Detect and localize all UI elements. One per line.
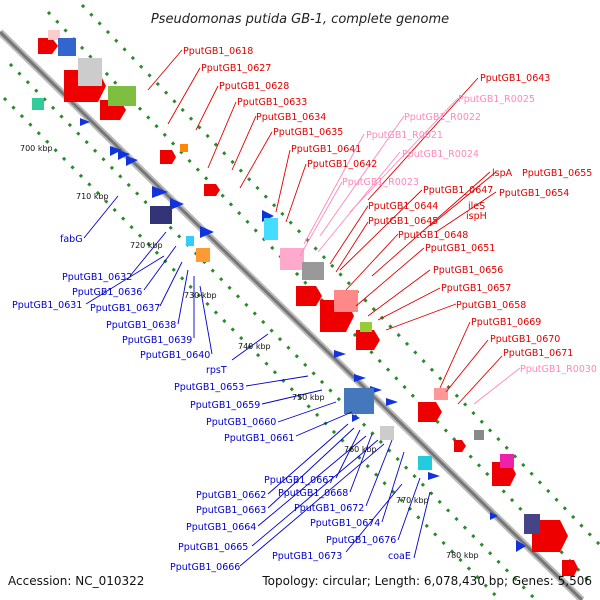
kbp-tick-label: 750 kbp	[292, 393, 325, 402]
gene-label[interactable]: PputGB1_0653	[174, 382, 244, 393]
gene-label[interactable]: PputGB1_0670	[490, 334, 560, 345]
kbp-tick-label: 740 kbp	[238, 342, 271, 351]
gene-label[interactable]: PputGB1_0644	[368, 201, 438, 212]
label-connectors-pink	[299, 97, 521, 405]
gene-label[interactable]: PputGB1_0639	[122, 335, 192, 346]
gene-label[interactable]: PputGB1_0666	[170, 562, 240, 573]
gene-label[interactable]: PputGB1_0657	[441, 283, 511, 294]
gene-label[interactable]: PputGB1_0638	[106, 320, 176, 331]
gene-label[interactable]: PputGB1_0634	[256, 112, 326, 123]
gene-label[interactable]: PputGB1_R0030	[520, 364, 597, 375]
gene-label[interactable]: PputGB1_0661	[224, 433, 294, 444]
label-connectors-blue	[83, 195, 431, 567]
gene-label[interactable]: PputGB1_0669	[471, 317, 541, 328]
gene-label[interactable]: coaE	[388, 551, 411, 562]
gene-label[interactable]: PputGB1_0662	[196, 490, 266, 501]
kbp-tick-label: 710 kbp	[76, 192, 109, 201]
gene-label[interactable]: PputGB1_0676	[326, 535, 396, 546]
gene-label[interactable]: PputGB1_R0024	[402, 149, 479, 160]
label-connectors-red	[147, 49, 503, 405]
gene-label[interactable]: PputGB1_0643	[480, 73, 550, 84]
gene-label[interactable]: PputGB1_0656	[433, 265, 503, 276]
kbp-tick-label: 770 kbp	[396, 496, 429, 505]
gene-label[interactable]: PputGB1_0659	[190, 400, 260, 411]
tick-rings	[2, 3, 600, 600]
gene-label[interactable]: PputGB1_0655	[522, 168, 592, 179]
gene-label[interactable]: PputGB1_0665	[178, 542, 248, 553]
gene-label[interactable]: PputGB1_R0023	[342, 177, 419, 188]
gene-label[interactable]: PputGB1_0636	[72, 287, 142, 298]
kbp-tick-label: 720 kbp	[130, 241, 163, 250]
gene-label[interactable]: PputGB1_0632	[62, 272, 132, 283]
gene-label[interactable]: PputGB1_0660	[206, 417, 276, 428]
kbp-tick-label: 730 kbp	[184, 291, 217, 300]
gene-label[interactable]: PputGB1_0672	[294, 503, 364, 514]
gene-label[interactable]: PputGB1_0658	[456, 300, 526, 311]
kbp-tick-label: 700 kbp	[20, 144, 53, 153]
gene-label[interactable]: PputGB1_0645	[368, 216, 438, 227]
kbp-tick-labels: 700 kbp 710 kbp 720 kbp 730 kbp 740 kbp …	[20, 144, 479, 560]
gene-label[interactable]: PputGB1_0633	[237, 97, 307, 108]
gene-label[interactable]: PputGB1_0671	[503, 348, 573, 359]
topology-text: Topology: circular; Length: 6,078,430 bp…	[261, 574, 592, 588]
gene-features-other	[32, 30, 540, 534]
gene-label[interactable]: PputGB1_0674	[310, 518, 380, 529]
gene-labels-pink: PputGB1_R0025 PputGB1_R0022 PputGB1_R002…	[342, 94, 597, 375]
gene-label[interactable]: PputGB1_0673	[272, 551, 342, 562]
gene-label[interactable]: PputGB1_0654	[499, 188, 569, 199]
gene-label[interactable]: PputGB1_0667	[264, 475, 334, 486]
gene-label[interactable]: PputGB1_0668	[278, 488, 348, 499]
accession-text: Accession: NC_010322	[8, 574, 144, 588]
gene-label[interactable]: PputGB1_0618	[183, 46, 253, 57]
gene-label[interactable]: PputGB1_0648	[398, 230, 468, 241]
gene-label[interactable]: PputGB1_0628	[219, 81, 289, 92]
gene-label[interactable]: PputGB1_0651	[425, 243, 495, 254]
gene-label[interactable]: PputGB1_0642	[307, 159, 377, 170]
gene-label[interactable]: PputGB1_0627	[201, 63, 271, 74]
gene-label[interactable]: PputGB1_R0021	[366, 130, 443, 141]
gene-label[interactable]: PputGB1_R0022	[404, 112, 481, 123]
gene-labels-blue: fabG PputGB1_0632 PputGB1_0636 PputGB1_0…	[12, 234, 411, 573]
gene-label[interactable]: PputGB1_0641	[291, 144, 361, 155]
genome-backbone	[0, 29, 585, 600]
gene-label[interactable]: PputGB1_0663	[196, 505, 266, 516]
kbp-tick-label: 760 kbp	[344, 445, 377, 454]
gene-label[interactable]: PputGB1_0637	[90, 303, 160, 314]
gene-label[interactable]: fabG	[60, 234, 83, 245]
gene-label[interactable]: PputGB1_0664	[186, 522, 256, 533]
gene-label[interactable]: PputGB1_0631	[12, 300, 82, 311]
gene-label[interactable]: PputGB1_0647	[423, 185, 493, 196]
gene-label[interactable]: rpsT	[206, 365, 227, 376]
gene-label[interactable]: lspA	[492, 168, 513, 179]
gene-label[interactable]: PputGB1_R0025	[458, 94, 535, 105]
map-title: Pseudomonas putida GB-1, complete genome	[151, 12, 449, 27]
kbp-tick-label: 780 kbp	[446, 551, 479, 560]
gene-labels-red: PputGB1_0618 PputGB1_0627 PputGB1_0628 P…	[183, 46, 592, 359]
gene-label[interactable]: ileS	[468, 201, 485, 212]
gene-label[interactable]: PputGB1_0640	[140, 350, 210, 361]
gene-label[interactable]: ispH	[466, 211, 487, 222]
gene-label[interactable]: PputGB1_0635	[273, 127, 343, 138]
